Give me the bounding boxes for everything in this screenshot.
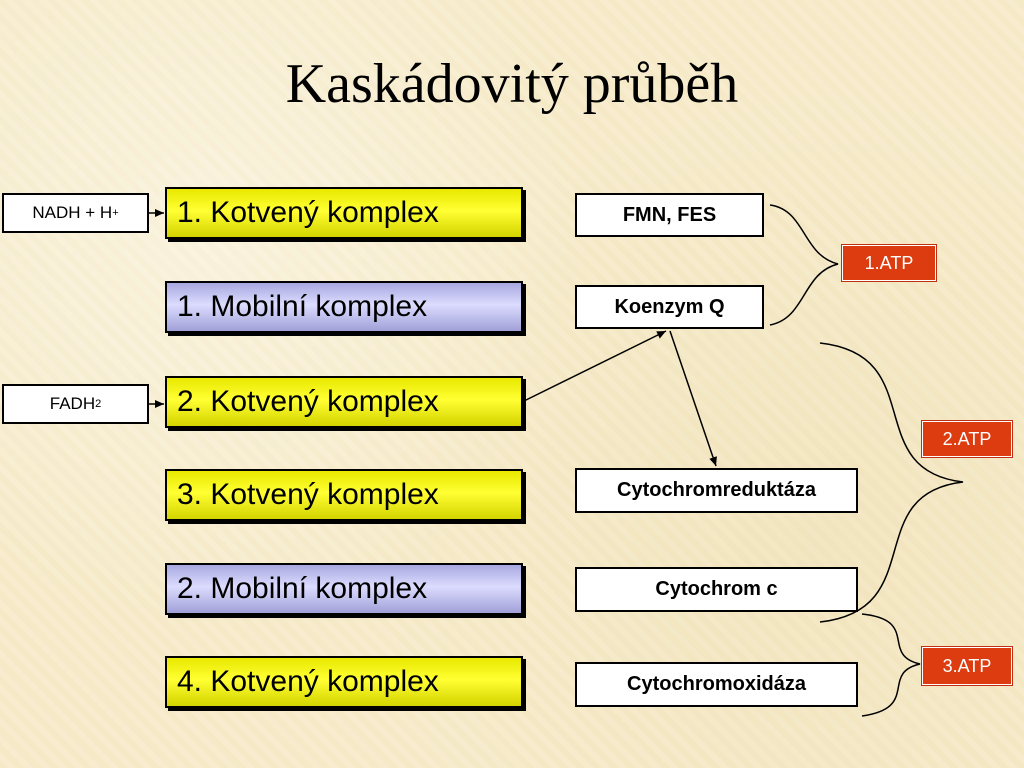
atp-label-1: 1.ATP [841, 244, 937, 282]
complex-3-kotveny: 3. Kotvený komplex [165, 469, 523, 521]
component-fmn-fes: FMN, FES [575, 193, 764, 237]
complex-2-mobilni: 2. Mobilní komplex [165, 563, 523, 615]
nadh-label: NADH + H [32, 203, 113, 222]
koenzymq-to-cytochromreduktaza-arrow [669, 330, 717, 467]
atp-label-3: 3.ATP [921, 646, 1013, 686]
component-cytochromoxidaza: Cytochromoxidáza [575, 662, 858, 707]
nadh-superscript: + [112, 207, 119, 219]
nadh-input-box: NADH + H+ [2, 193, 149, 233]
slide-title: Kaskádovitý průběh [285, 53, 739, 115]
component-koenzym-q: Koenzym Q [575, 285, 764, 329]
fadh-label: FADH [49, 394, 96, 413]
brace-atp-1 [769, 204, 839, 326]
atp-label-2: 2.ATP [921, 420, 1013, 458]
fadh-subscript: 2 [95, 398, 102, 410]
component-cytochromreduktaza: Cytochromreduktáza [575, 468, 858, 513]
complex-1-kotveny: 1. Kotvený komplex [165, 187, 523, 239]
complex2-to-koenzymq-arrow [523, 330, 667, 402]
brace-atp-3 [861, 613, 921, 717]
complex-4-kotveny: 4. Kotvený komplex [165, 656, 523, 708]
complex-2-kotveny: 2. Kotvený komplex [165, 376, 523, 428]
brace-atp-2 [819, 342, 964, 623]
complex-1-mobilni: 1. Mobilní komplex [165, 281, 523, 333]
component-cytochrom-c: Cytochrom c [575, 567, 858, 612]
